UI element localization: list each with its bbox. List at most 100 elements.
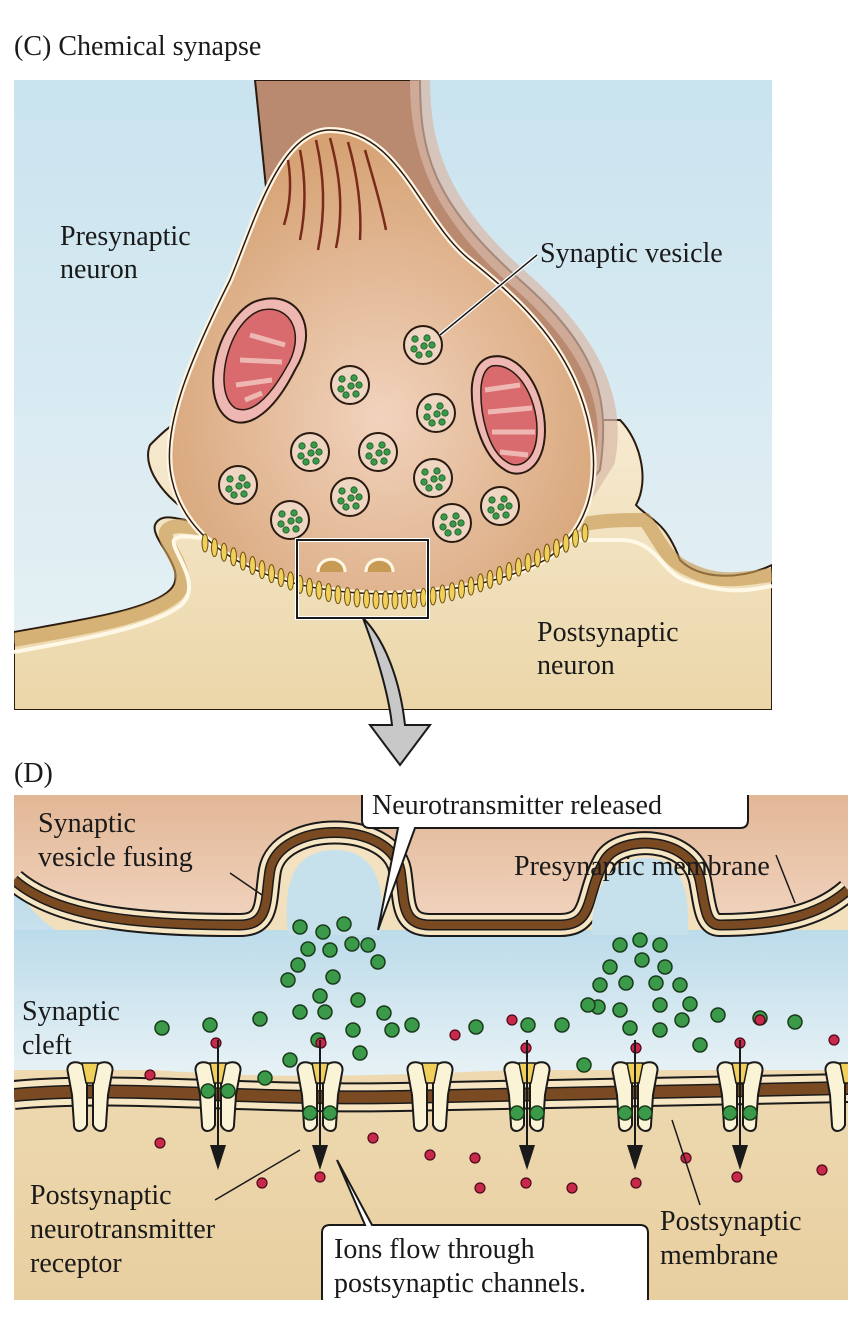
- neurotransmitter-molecule: [336, 916, 352, 932]
- neurotransmitter-molecule: [520, 1017, 536, 1033]
- ion: [154, 1137, 166, 1149]
- synaptic-vesicles: [218, 325, 520, 543]
- neurotransmitter-dot: [428, 419, 436, 427]
- synaptic-vesicle: [330, 365, 370, 405]
- receptor-tick: [315, 580, 323, 600]
- neurotransmitter-dot: [310, 441, 318, 449]
- neurotransmitter-dot: [338, 375, 346, 383]
- neurotransmitter-molecule: [404, 1017, 420, 1033]
- ion: [210, 1037, 222, 1049]
- neurotransmitter-molecule: [252, 1011, 268, 1027]
- neurotransmitter-dot: [425, 484, 433, 492]
- panel-c: Presynaptic neuron Synaptic vesicle Post…: [14, 80, 772, 710]
- label-postsynaptic-membrane-2: membrane: [660, 1240, 778, 1271]
- neurotransmitter-molecule: [652, 937, 668, 953]
- receptor-tick: [334, 585, 342, 605]
- neurotransmitter-molecule: [652, 1022, 668, 1038]
- neurotransmitter-molecule: [592, 977, 608, 993]
- bound-neurotransmitter: [637, 1105, 653, 1121]
- neurotransmitter-molecule: [325, 969, 341, 985]
- neurotransmitter-dot: [492, 512, 500, 520]
- receptor-tick: [353, 588, 361, 608]
- receptor-tick: [486, 569, 494, 589]
- neurotransmitter-dot: [497, 503, 505, 511]
- receptor-tick: [543, 543, 551, 563]
- neurotransmitters-and-ions: [144, 916, 840, 1194]
- neurotransmitter-dot: [282, 526, 290, 534]
- postsynaptic-receptor: [611, 1040, 659, 1170]
- neurotransmitter-dot: [415, 351, 423, 359]
- neurotransmitter-dot: [439, 523, 447, 531]
- arrowhead: [312, 1145, 328, 1170]
- postsynaptic-receptor: [824, 1061, 848, 1132]
- neurotransmitter-dot: [487, 506, 495, 514]
- ion: [314, 1171, 326, 1183]
- neurotransmitter-dot: [383, 448, 391, 456]
- neurotransmitter-molecule: [290, 957, 306, 973]
- neurotransmitter-dot: [278, 510, 286, 518]
- receptor-tick: [325, 583, 332, 603]
- neurotransmitter-molecule: [468, 1019, 484, 1035]
- neurotransmitter-dot: [292, 525, 300, 533]
- neurotransmitter-dot: [338, 487, 346, 495]
- bound-neurotransmitter: [617, 1105, 633, 1121]
- neurotransmitter-molecule: [576, 1057, 592, 1073]
- neurotransmitter-molecule: [618, 975, 634, 991]
- neurotransmitter-molecule: [787, 1014, 803, 1030]
- neurotransmitter-molecule: [648, 975, 664, 991]
- neurotransmitter-molecule: [317, 1004, 333, 1020]
- neurotransmitter-dot: [505, 502, 513, 510]
- bound-neurotransmitter: [722, 1105, 738, 1121]
- neurotransmitter-dot: [440, 513, 448, 521]
- neurotransmitter-molecule: [312, 988, 328, 1004]
- receptor-tick: [420, 588, 427, 608]
- receptor-tick: [268, 564, 275, 584]
- neurotransmitter-dot: [421, 468, 429, 476]
- neurotransmitter-molecule: [622, 1020, 638, 1036]
- postsynaptic-receptor: [194, 1040, 242, 1170]
- neurotransmitter-molecule: [580, 997, 596, 1013]
- synaptic-vesicle: [432, 503, 472, 543]
- neurotransmitter-dot: [449, 520, 457, 528]
- neurotransmitter-dot: [307, 449, 315, 457]
- cytoskeleton-fibers: [282, 137, 388, 251]
- receptor-tick: [410, 589, 418, 609]
- neurotransmitter-molecule: [682, 996, 698, 1012]
- label-ions-flow-1: Ions flow through: [334, 1234, 535, 1265]
- receptor-tick: [553, 538, 560, 558]
- neurotransmitter-dot: [238, 474, 246, 482]
- synaptic-vesicle: [416, 393, 456, 433]
- neurotransmitter-dot: [457, 519, 465, 527]
- receptor-tick: [372, 590, 380, 610]
- receptor-tick: [220, 542, 228, 562]
- neurotransmitter-molecule: [554, 1017, 570, 1033]
- neurotransmitter-molecule: [352, 1045, 368, 1061]
- receptor-tick: [534, 548, 541, 568]
- neurotransmitter-dot: [298, 442, 306, 450]
- panel-d-title: (D): [14, 758, 53, 789]
- receptor-tick: [505, 561, 513, 581]
- neurotransmitter-dot: [295, 516, 303, 524]
- neurotransmitter-dot: [488, 496, 496, 504]
- neurotransmitter-dot: [500, 495, 508, 503]
- receptor-tick: [211, 538, 218, 558]
- neurotransmitter-molecule: [257, 1070, 273, 1086]
- ion: [469, 1152, 481, 1164]
- bound-neurotransmitter: [529, 1105, 545, 1121]
- label-postsynaptic-neuron-1: Postsynaptic: [537, 617, 679, 648]
- neurotransmitter-dot: [411, 335, 419, 343]
- magnify-arrow: [362, 617, 432, 767]
- receptor-tick: [515, 557, 522, 577]
- synaptic-vesicle: [270, 500, 310, 540]
- label-receptor-2: neurotransmitter: [30, 1214, 216, 1245]
- synaptic-vesicle: [218, 465, 258, 505]
- neurotransmitter-dot: [378, 441, 386, 449]
- arrowhead: [519, 1145, 535, 1170]
- receptor-tick: [277, 567, 285, 587]
- neurotransmitter-molecule: [634, 952, 650, 968]
- ion: [630, 1177, 642, 1189]
- postsynaptic-density: [201, 523, 589, 610]
- callout-neurotransmitter-released: Neurotransmitter released: [361, 795, 749, 931]
- neurotransmitter-molecule: [657, 959, 673, 975]
- receptor-tick: [477, 573, 484, 593]
